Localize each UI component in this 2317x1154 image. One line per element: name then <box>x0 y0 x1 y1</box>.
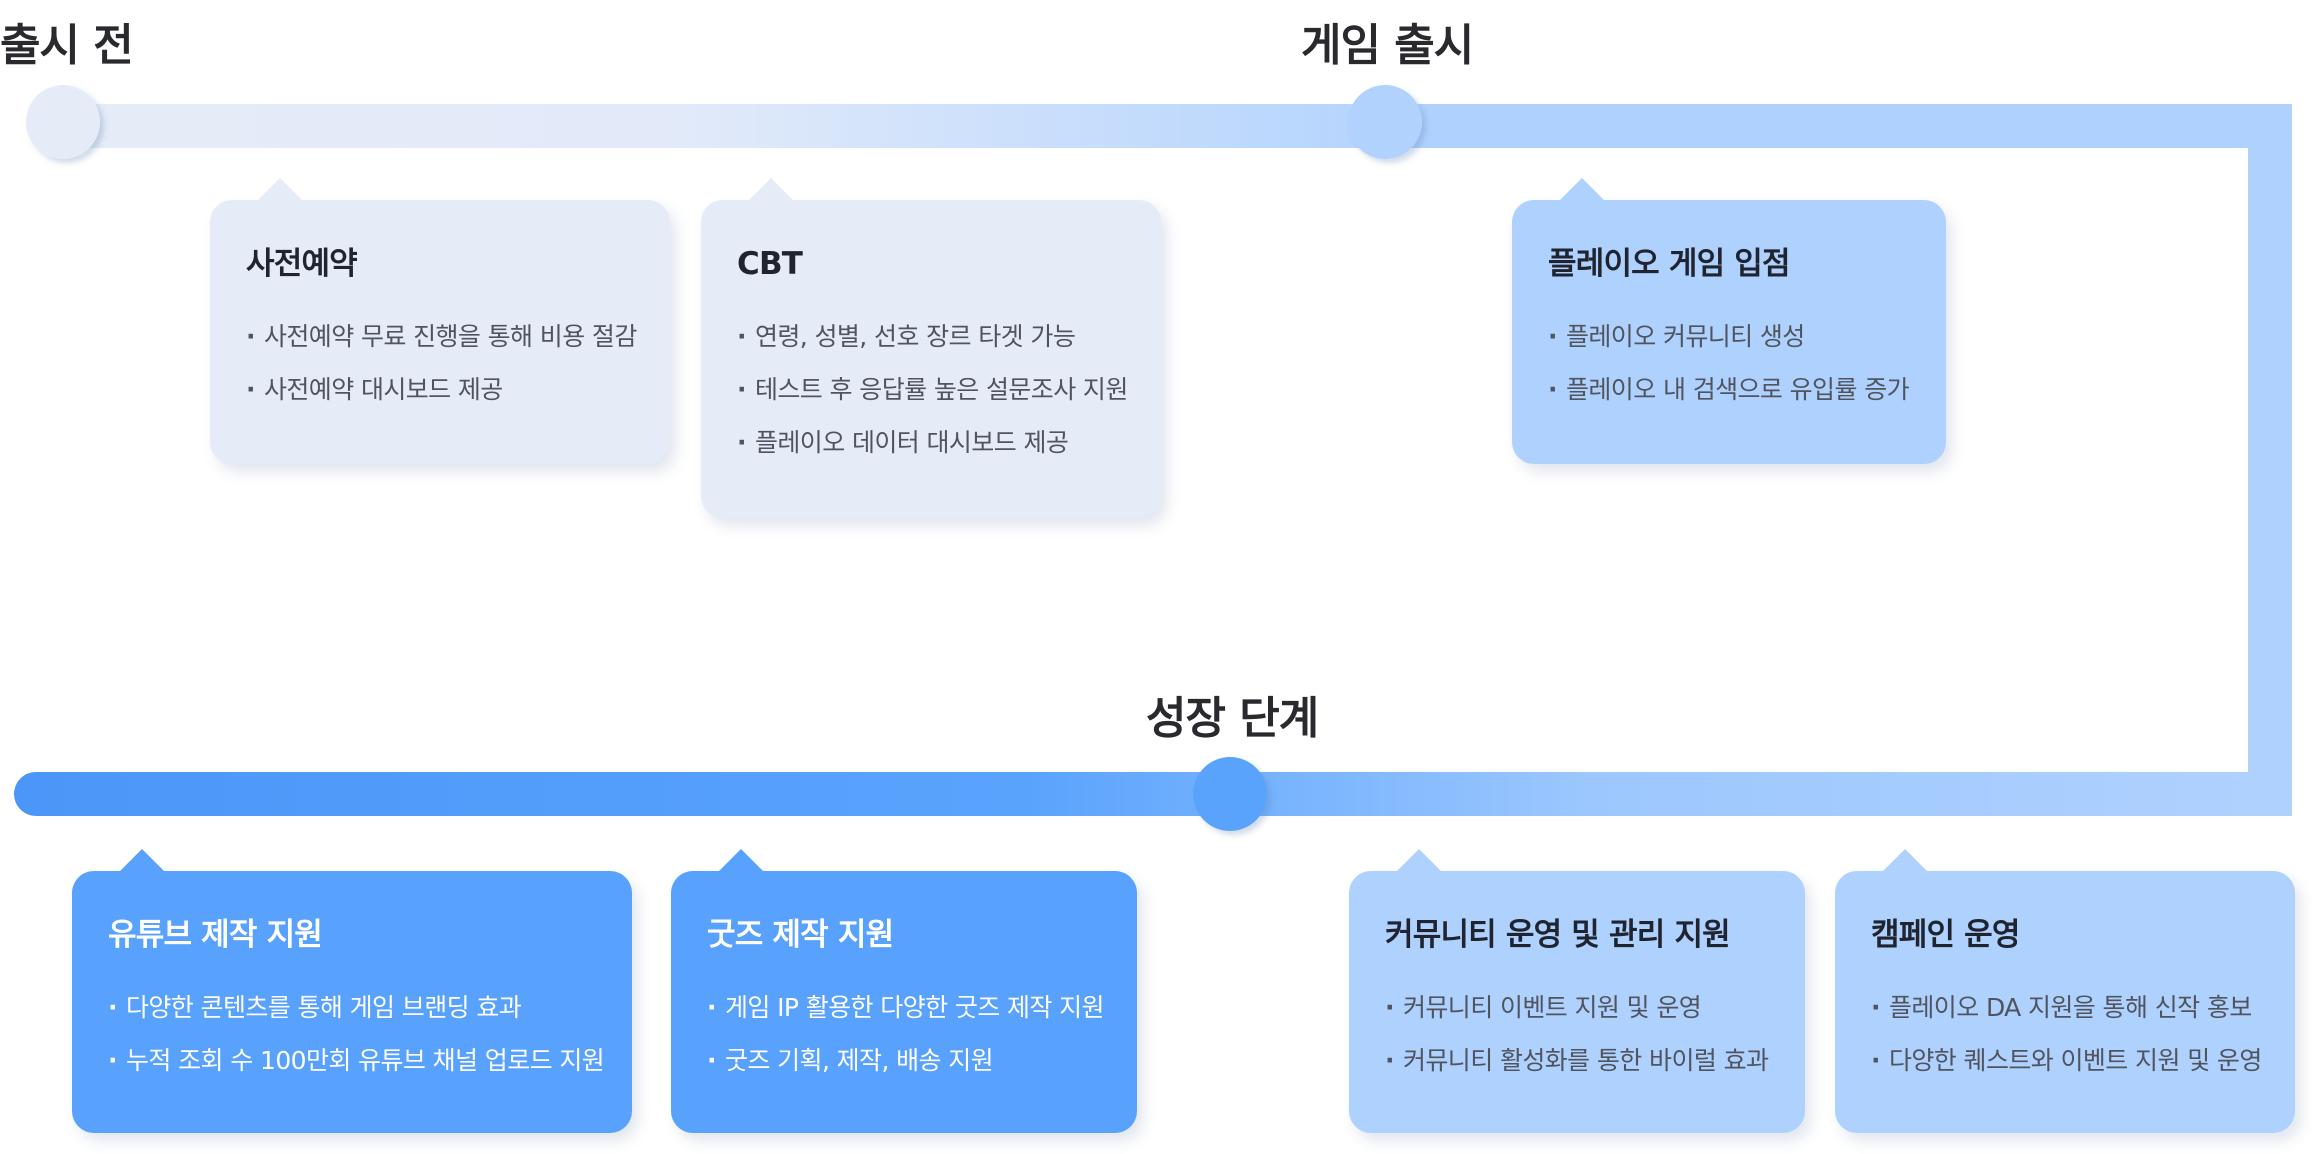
card-campaign-operation: 캠페인 운영 플레이오 DA 지원을 통해 신작 홍보 다양한 퀘스트와 이벤트… <box>1835 849 2295 1133</box>
card-title: 캠페인 운영 <box>1871 917 2020 953</box>
card-title: 유튜브 제작 지원 <box>108 917 323 953</box>
card-feature-list: 플레이오 커뮤니티 생성 플레이오 내 검색으로 유입률 증가 <box>1548 310 1910 416</box>
card-feature-item: 테스트 후 응답률 높은 설문조사 지원 <box>737 363 1128 416</box>
stage-title-pre-launch: 출시 전 <box>0 20 134 71</box>
card-feature-item: 다양한 퀘스트와 이벤트 지원 및 운영 <box>1871 1034 2262 1087</box>
card-feature-item: 플레이오 DA 지원을 통해 신작 홍보 <box>1871 981 2259 1034</box>
card-title: 사전예약 <box>246 246 358 282</box>
card-playio-store-entry: 플레이오 게임 입점 플레이오 커뮤니티 생성 플레이오 내 검색으로 유입률 … <box>1512 178 1946 464</box>
card-feature-item: 게임 IP 활용한 다양한 굿즈 제작 지원 <box>707 981 1105 1034</box>
stage-title-growth: 성장 단계 <box>1146 693 1319 744</box>
card-goods-production: 굿즈 제작 지원 게임 IP 활용한 다양한 굿즈 제작 지원 굿즈 기획, 제… <box>671 849 1137 1133</box>
card-title: 플레이오 게임 입점 <box>1548 246 1791 282</box>
card-feature-item: 굿즈 기획, 제작, 배송 지원 <box>707 1034 1101 1087</box>
card-feature-item: 연령, 성별, 선호 장르 타겟 가능 <box>737 310 1125 363</box>
card-feature-list: 플레이오 DA 지원을 통해 신작 홍보 다양한 퀘스트와 이벤트 지원 및 운… <box>1871 981 2262 1087</box>
card-feature-list: 게임 IP 활용한 다양한 굿즈 제작 지원 굿즈 기획, 제작, 배송 지원 <box>707 981 1105 1087</box>
card-feature-item: 플레이오 데이터 대시보드 제공 <box>737 416 1125 469</box>
card-feature-list: 커뮤니티 이벤트 지원 및 운영 커뮤니티 활성화를 통한 바이럴 효과 <box>1385 981 1769 1087</box>
card-feature-item: 다양한 콘텐츠를 통해 게임 브랜딩 효과 <box>108 981 596 1034</box>
card-feature-item: 플레이오 커뮤니티 생성 <box>1548 310 1910 363</box>
card-feature-item: 커뮤니티 활성화를 통한 바이럴 효과 <box>1385 1034 1769 1087</box>
card-feature-item: 사전예약 무료 진행을 통해 비용 절감 <box>246 310 637 363</box>
card-youtube-production: 유튜브 제작 지원 다양한 콘텐츠를 통해 게임 브랜딩 효과 누적 조회 수 … <box>72 849 632 1133</box>
card-title: 굿즈 제작 지원 <box>707 917 894 953</box>
card-pre-registration: 사전예약 사전예약 무료 진행을 통해 비용 절감 사전예약 대시보드 제공 <box>210 178 670 464</box>
card-feature-list: 사전예약 무료 진행을 통해 비용 절감 사전예약 대시보드 제공 <box>246 310 637 416</box>
node-pre-launch <box>26 85 100 159</box>
card-feature-item: 플레이오 내 검색으로 유입률 증가 <box>1548 363 1910 416</box>
node-growth <box>1193 757 1267 831</box>
card-title: CBT <box>737 246 803 282</box>
card-cbt: CBT 연령, 성별, 선호 장르 타겟 가능 테스트 후 응답률 높은 설문조… <box>701 178 1161 518</box>
card-title: 커뮤니티 운영 및 관리 지원 <box>1385 917 1731 953</box>
card-feature-item: 누적 조회 수 100만회 유튜브 채널 업로드 지원 <box>108 1034 605 1087</box>
card-feature-list: 연령, 성별, 선호 장르 타겟 가능 테스트 후 응답률 높은 설문조사 지원… <box>737 310 1128 469</box>
card-community-management: 커뮤니티 운영 및 관리 지원 커뮤니티 이벤트 지원 및 운영 커뮤니티 활성… <box>1349 849 1805 1133</box>
card-feature-list: 다양한 콘텐츠를 통해 게임 브랜딩 효과 누적 조회 수 100만회 유튜브 … <box>108 981 605 1087</box>
card-feature-item: 커뮤니티 이벤트 지원 및 운영 <box>1385 981 1769 1034</box>
stage-title-launch: 게임 출시 <box>1301 20 1474 71</box>
card-feature-item: 사전예약 대시보드 제공 <box>246 363 634 416</box>
node-launch <box>1348 85 1422 159</box>
